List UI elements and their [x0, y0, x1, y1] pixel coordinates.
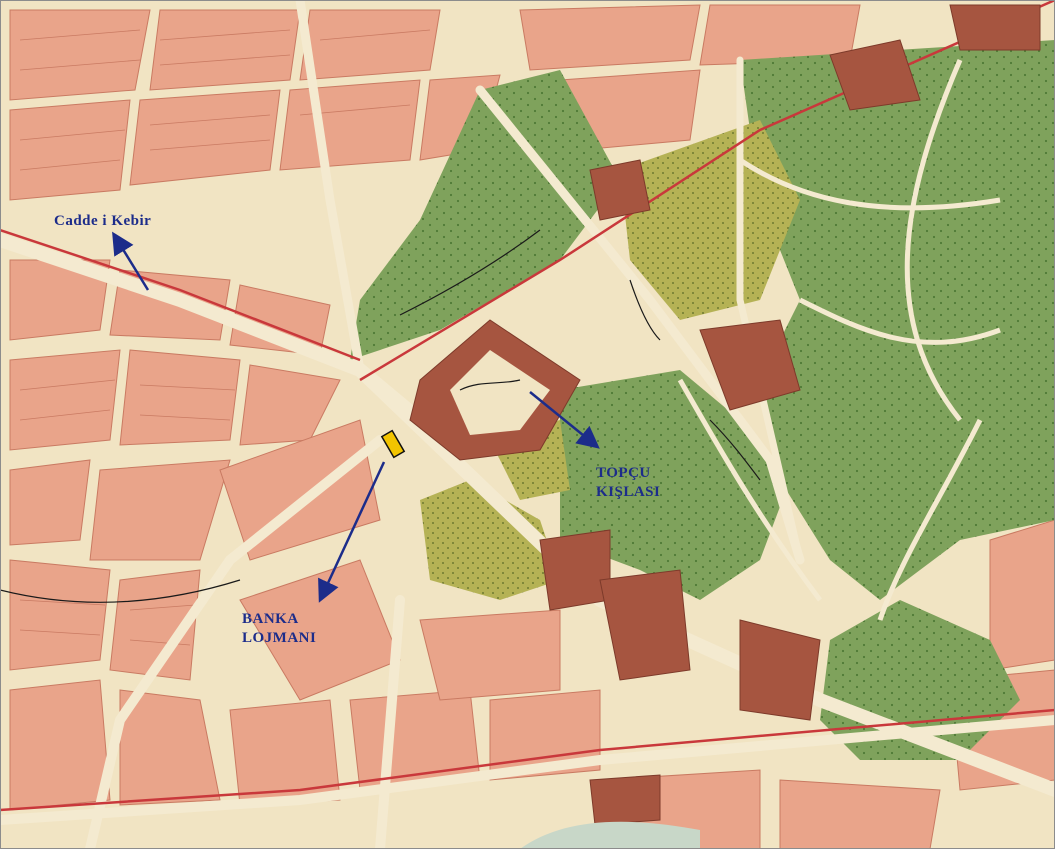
arrow-icon — [529, 391, 600, 449]
park-paths — [677, 59, 1001, 621]
building-northeast — [949, 4, 1041, 51]
residential-blocks-east — [519, 4, 1055, 849]
park-topcu — [560, 370, 790, 600]
water — [520, 821, 700, 849]
arrow-icon — [112, 231, 150, 291]
label-banka-lojmani: BANKA LOJMANI — [242, 611, 317, 646]
building-central — [699, 319, 801, 411]
building-north — [829, 39, 921, 111]
label-cadde-i-kebir: Cadde i Kebir — [54, 213, 152, 229]
ottoman-script-labels — [0, 229, 761, 603]
building-south-1 — [539, 529, 611, 611]
park-east — [740, 40, 1055, 600]
residential-blocks-west — [9, 9, 601, 811]
park-north — [350, 70, 620, 360]
block-subdivisions — [19, 29, 431, 646]
building-northwest — [589, 159, 651, 221]
arrow-icon — [318, 461, 386, 603]
location-marker-icon — [380, 429, 406, 459]
building-southwest — [589, 774, 661, 826]
building-south-2 — [599, 569, 691, 681]
label-topcu-kislasi: TOPÇU KIŞLASI — [596, 465, 661, 500]
park-yellow-2 — [420, 480, 560, 600]
courtyard — [450, 350, 550, 435]
building-south-3 — [739, 619, 821, 721]
